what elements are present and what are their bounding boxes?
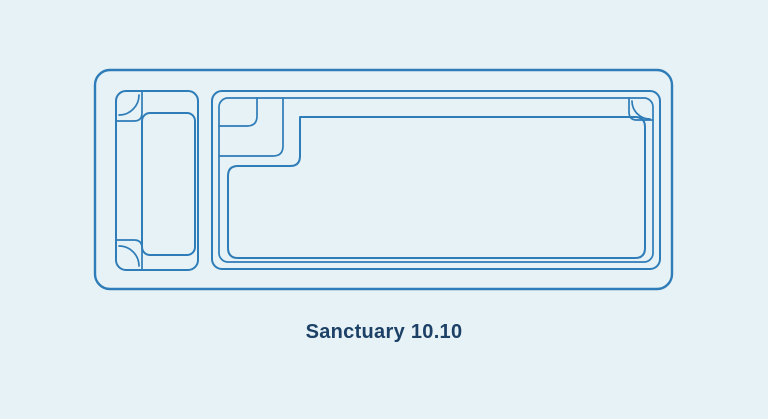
spa-corner-seat-bottom-arc — [118, 245, 140, 267]
main-pool-coping-line — [218, 97, 654, 263]
pool-corner-seat-arc — [631, 100, 651, 120]
spa-outline — [115, 90, 199, 271]
entry-step-2 — [218, 97, 284, 157]
spa-corner-seat-top-arc — [118, 94, 140, 116]
main-pool-outline — [211, 90, 661, 270]
entry-step-1 — [218, 97, 258, 127]
waterline — [227, 116, 646, 259]
spa-bench — [141, 112, 196, 256]
spa-corner-seat-top — [115, 90, 143, 122]
pool-outer-shell — [93, 68, 674, 291]
spa-section — [115, 90, 199, 271]
main-pool-section — [211, 90, 661, 270]
spa-corner-seat-bottom — [115, 239, 143, 271]
pool-model-title: Sanctuary 10.10 — [306, 321, 463, 343]
